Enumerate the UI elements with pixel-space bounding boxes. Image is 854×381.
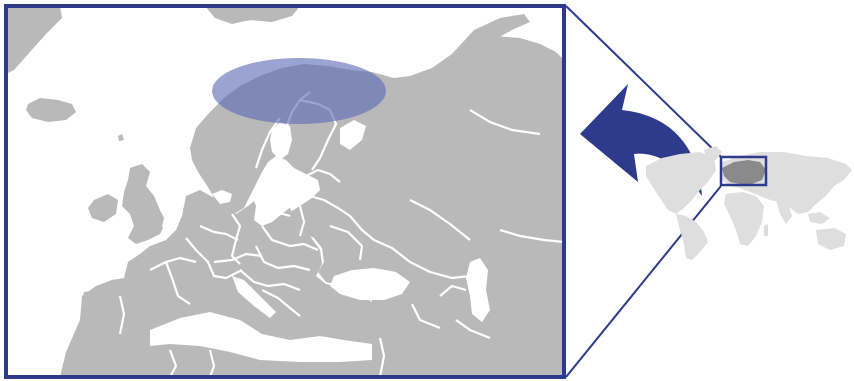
landmass-anatolia (330, 300, 470, 340)
landmass-madagascar (764, 224, 768, 236)
mediterranean-sea (150, 312, 372, 362)
landmass-great-britain (122, 164, 166, 244)
caspian-sea (466, 258, 490, 322)
white-sea (340, 120, 366, 150)
country-borders (118, 91, 564, 377)
landmass-north-america (646, 152, 716, 214)
landmass-greenland-inset (704, 146, 722, 160)
landmass-iberia (80, 288, 160, 348)
landmass-faroe (118, 134, 124, 141)
landmass-se-asia (808, 212, 830, 224)
zoom-connector-lines (565, 5, 722, 378)
inset-region-marker (719, 155, 768, 187)
landmass-arctic-islands (205, 6, 300, 24)
north-sea (160, 176, 186, 236)
landmass-novaya-zemlya (452, 14, 530, 54)
adriatic-sea (232, 276, 276, 318)
skagerrak (212, 190, 232, 204)
zoom-map-panel (4, 4, 566, 379)
landmass-africa (724, 192, 764, 246)
highlight-region (212, 58, 386, 124)
landmass-south-america (676, 214, 708, 260)
landmass-north-africa (60, 350, 372, 377)
landmass-india (776, 200, 792, 224)
landmass-ireland (88, 194, 118, 222)
black-sea (330, 268, 410, 300)
landmass-greenland (6, 6, 62, 74)
curved-arrow-icon (580, 84, 702, 196)
gulf-of-bothnia (270, 122, 292, 160)
zoom-map-frame (4, 4, 566, 379)
landmass-iceland (26, 98, 76, 122)
landmass-australia (816, 228, 846, 250)
